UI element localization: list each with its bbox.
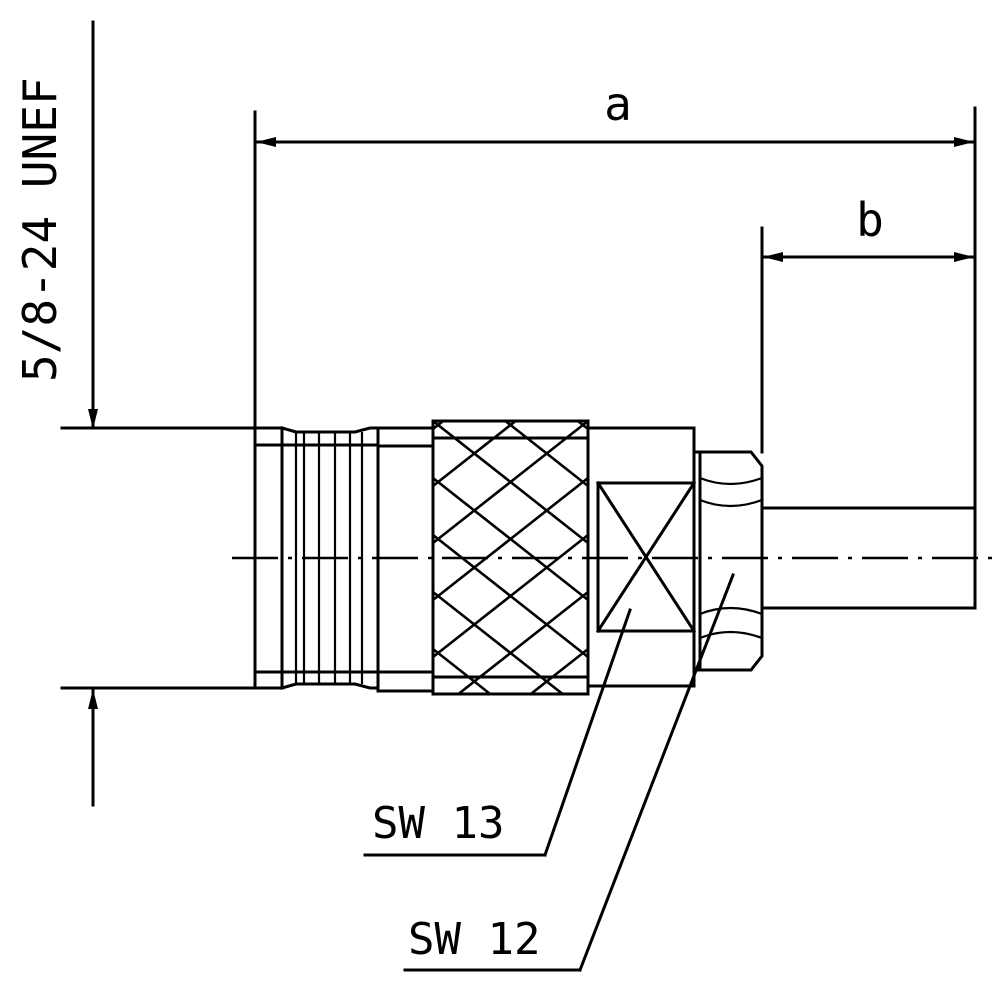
thread-crest-top <box>280 426 380 434</box>
thread-dimension: 5/8-24 UNEF <box>13 20 257 807</box>
sw12-callout: SW 12 <box>403 573 735 972</box>
sw12-leader <box>578 573 735 972</box>
dimension-a: a <box>253 77 977 610</box>
dimension-b: b <box>760 193 975 454</box>
sw12-chamfer-1 <box>699 476 763 486</box>
sw13-flat-diag-2 <box>595 480 697 634</box>
sw13-callout: SW 13 <box>363 608 632 857</box>
sw12-chamfer-4 <box>699 630 763 640</box>
sw13-label: SW 13 <box>372 798 504 849</box>
sw12-chamfer-2 <box>699 498 763 508</box>
dim-b-label: b <box>856 193 884 247</box>
sw12-chamfer-3 <box>699 606 763 616</box>
connector-body <box>253 419 977 696</box>
dim-a-label: a <box>604 77 632 131</box>
sw12-label: SW 12 <box>408 914 540 965</box>
collar <box>376 426 435 693</box>
thread-crest-bottom <box>280 682 380 690</box>
knurl-pattern <box>433 421 588 694</box>
thread-spec-label: 5/8-24 UNEF <box>13 77 67 382</box>
sw13-leader <box>543 608 632 857</box>
